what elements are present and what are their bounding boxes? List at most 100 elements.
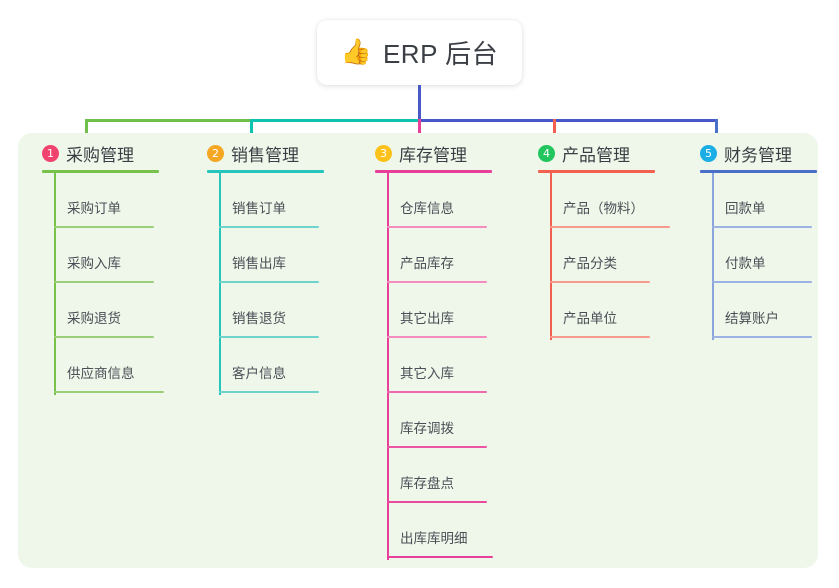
leaf-label: 销售出库 <box>232 256 286 271</box>
branch-badge-1: 1 <box>42 144 59 162</box>
branch-items-3: 仓库信息 产品库存 其它出库 其它入库 库存调拨 库存盘点 <box>363 173 533 558</box>
branch-items-2: 销售订单 销售出库 销售退货 客户信息 <box>195 173 365 393</box>
leaf-label: 采购订单 <box>67 201 121 216</box>
leaf-item[interactable]: 付款单 <box>688 228 839 283</box>
leaf-rule <box>387 336 487 338</box>
leaf-item[interactable]: 结算账户 <box>688 283 839 338</box>
leaf-label: 出库库明细 <box>400 531 468 546</box>
leaf-rule <box>387 226 487 228</box>
leaf-rule <box>387 556 493 558</box>
leaf-rule <box>387 391 487 393</box>
branch-badge-5: 5 <box>700 144 717 162</box>
branch-spine-3 <box>387 173 389 560</box>
leaf-item[interactable]: 产品分类 <box>526 228 696 283</box>
leaf-rule <box>54 391 164 393</box>
leaf-item[interactable]: 销售订单 <box>195 173 365 228</box>
leaf-label: 产品库存 <box>400 256 454 271</box>
branch-header-3[interactable]: 3 库存管理 <box>363 133 533 173</box>
branch-badge-2: 2 <box>207 144 224 162</box>
branch-spine-2 <box>219 173 221 395</box>
leaf-label: 产品单位 <box>563 311 617 326</box>
branch-column-1[interactable]: 1 采购管理 采购订单 采购入库 采购退货 供应商信息 <box>30 133 200 395</box>
leaf-label: 产品（物料） <box>563 201 644 216</box>
leaf-item[interactable]: 客户信息 <box>195 338 365 393</box>
leaf-label: 付款单 <box>725 256 766 271</box>
leaf-item[interactable]: 产品库存 <box>363 228 533 283</box>
branch-header-rule-5 <box>700 170 817 173</box>
leaf-label: 供应商信息 <box>67 366 135 381</box>
branch-column-5[interactable]: 5 财务管理 回款单 付款单 结算账户 <box>688 133 839 340</box>
branch-header-2[interactable]: 2 销售管理 <box>195 133 365 173</box>
mindmap-board: 1 采购管理 采购订单 采购入库 采购退货 供应商信息 <box>18 133 818 568</box>
leaf-item[interactable]: 采购入库 <box>30 228 200 283</box>
root-node-title: ERP 后台 <box>382 39 499 69</box>
branch-title-4: 产品管理 <box>562 145 630 165</box>
leaf-item[interactable]: 库存盘点 <box>363 448 533 503</box>
branch-items-4: 产品（物料） 产品分类 产品单位 <box>526 173 696 338</box>
drop-connector-col5 <box>715 119 718 145</box>
branch-column-3[interactable]: 3 库存管理 仓库信息 产品库存 其它出库 其它入库 库存调拨 <box>363 133 533 560</box>
leaf-rule <box>387 281 487 283</box>
leaf-rule <box>712 226 812 228</box>
bus-segment-green <box>85 119 250 122</box>
leaf-rule <box>387 501 487 503</box>
leaf-item[interactable]: 出库库明细 <box>363 503 533 558</box>
branch-column-2[interactable]: 2 销售管理 销售订单 销售出库 销售退货 客户信息 <box>195 133 365 395</box>
leaf-label: 采购退货 <box>67 311 121 326</box>
branch-header-rule-1 <box>42 170 159 173</box>
leaf-item[interactable]: 回款单 <box>688 173 839 228</box>
bus-segment-teal <box>250 119 418 122</box>
drop-connector-col4 <box>553 119 556 145</box>
branch-title-5: 财务管理 <box>724 145 792 165</box>
branch-items-5: 回款单 付款单 结算账户 <box>688 173 839 338</box>
leaf-item[interactable]: 其它出库 <box>363 283 533 338</box>
leaf-item[interactable]: 销售出库 <box>195 228 365 283</box>
branch-title-1: 采购管理 <box>66 145 134 165</box>
leaf-label: 采购入库 <box>67 256 121 271</box>
branch-header-5[interactable]: 5 财务管理 <box>688 133 839 173</box>
root-stem-connector <box>418 85 421 121</box>
leaf-rule <box>54 226 154 228</box>
leaf-item[interactable]: 销售退货 <box>195 283 365 338</box>
branch-spine-5 <box>712 173 714 340</box>
leaf-label: 其它入库 <box>400 366 454 381</box>
leaf-rule <box>550 336 650 338</box>
leaf-rule <box>550 281 650 283</box>
leaf-label: 产品分类 <box>563 256 617 271</box>
leaf-label: 其它出库 <box>400 311 454 326</box>
leaf-item[interactable]: 仓库信息 <box>363 173 533 228</box>
branch-items-1: 采购订单 采购入库 采购退货 供应商信息 <box>30 173 200 393</box>
leaf-rule <box>219 226 319 228</box>
leaf-rule <box>219 391 319 393</box>
branch-spine-1 <box>54 173 56 395</box>
leaf-item[interactable]: 其它入库 <box>363 338 533 393</box>
root-node-card[interactable]: 👍 ERP 后台 <box>317 20 522 85</box>
leaf-rule <box>712 281 812 283</box>
leaf-label: 库存调拨 <box>400 421 454 436</box>
leaf-item[interactable]: 产品单位 <box>526 283 696 338</box>
leaf-item[interactable]: 库存调拨 <box>363 393 533 448</box>
leaf-rule <box>219 336 319 338</box>
leaf-item[interactable]: 采购退货 <box>30 283 200 338</box>
leaf-label: 仓库信息 <box>400 201 454 216</box>
branch-header-rule-4 <box>538 170 655 173</box>
root-node-content: 👍 ERP 后台 <box>341 34 498 71</box>
leaf-item[interactable]: 产品（物料） <box>526 173 696 228</box>
leaf-rule <box>219 281 319 283</box>
bus-segment-indigo <box>418 119 718 122</box>
leaf-rule <box>54 336 154 338</box>
branch-header-4[interactable]: 4 产品管理 <box>526 133 696 173</box>
leaf-rule <box>550 226 670 228</box>
leaf-rule <box>387 446 487 448</box>
branch-spine-4 <box>550 173 552 340</box>
branch-title-2: 销售管理 <box>231 145 299 165</box>
leaf-rule <box>54 281 154 283</box>
branch-column-4[interactable]: 4 产品管理 产品（物料） 产品分类 产品单位 <box>526 133 696 340</box>
branch-badge-3: 3 <box>375 144 392 162</box>
branch-header-1[interactable]: 1 采购管理 <box>30 133 200 173</box>
leaf-item[interactable]: 采购订单 <box>30 173 200 228</box>
branch-header-rule-3 <box>375 170 492 173</box>
leaf-item[interactable]: 供应商信息 <box>30 338 200 393</box>
leaf-label: 客户信息 <box>232 366 286 381</box>
